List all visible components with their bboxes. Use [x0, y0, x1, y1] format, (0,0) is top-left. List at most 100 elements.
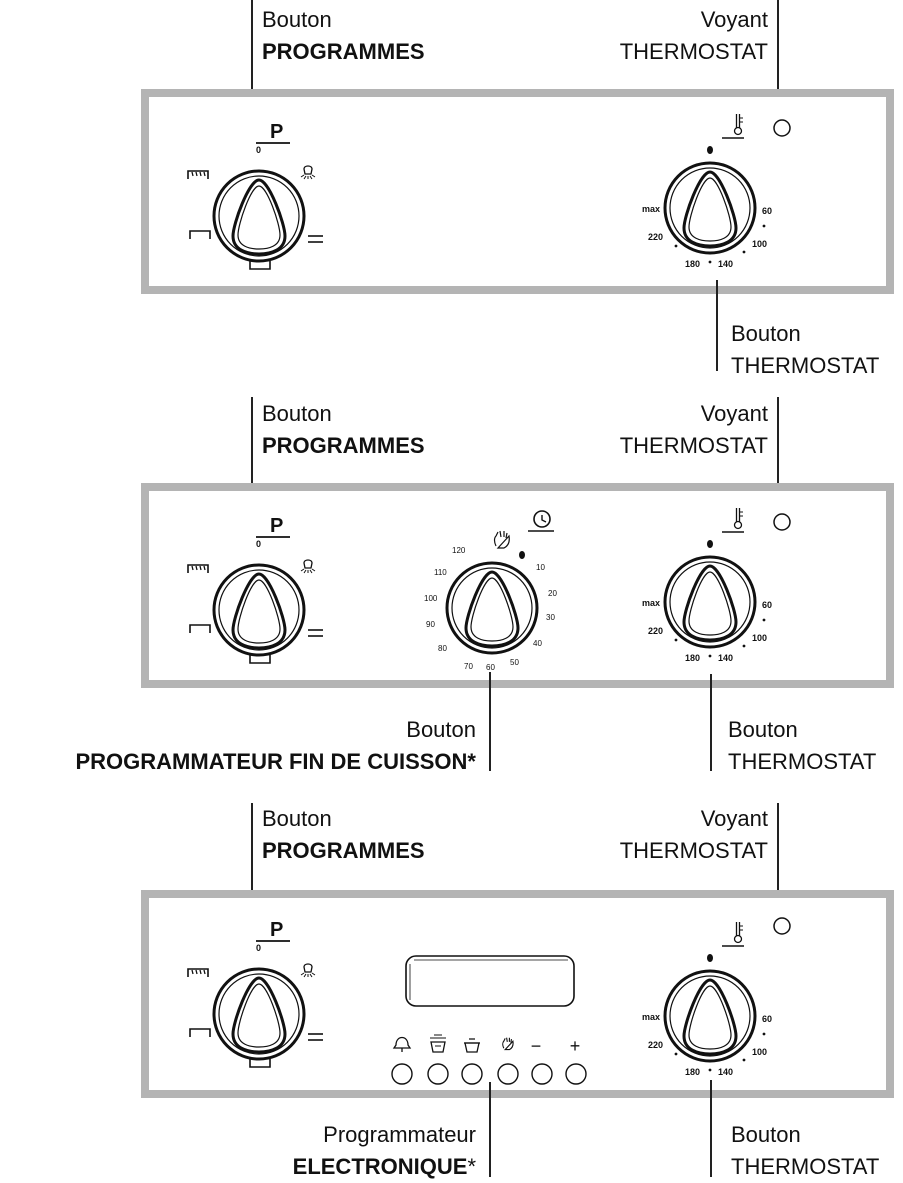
programmes-knob-label-line2: PROGRAMMES [262, 39, 425, 64]
thermostat-knob-callout: Bouton THERMOSTAT [731, 1119, 879, 1183]
grill-icon [187, 968, 209, 978]
thermometer-icon [721, 113, 745, 139]
clock-icon [527, 510, 555, 532]
programmes-knob[interactable]: P 0 [180, 913, 330, 1078]
lamp-icon [300, 963, 316, 978]
thermostat-knob-label-line1: Bouton [728, 717, 798, 742]
tick-label: 220 [648, 1040, 663, 1050]
electronic-programmer: − + [391, 955, 587, 1085]
callout-line [716, 280, 718, 371]
callout-line [777, 0, 779, 108]
indicator-dot [707, 146, 713, 154]
thermometer-icon [721, 507, 745, 533]
timer-knob-label-line1: Bouton [406, 717, 476, 742]
tick-label: 80 [438, 644, 447, 653]
p-letter-icon: P [256, 919, 290, 942]
thermostat-light [773, 513, 791, 531]
thermostat-knob-label-line2: THERMOSTAT [731, 353, 880, 378]
svg-text:P: P [270, 121, 283, 143]
p-letter-icon: P [256, 515, 290, 538]
callout-line [251, 397, 253, 500]
thermostat-knob-label-line1: Bouton [731, 1122, 801, 1147]
plus-icon: + [570, 1036, 581, 1056]
programmes-knob[interactable]: P 0 [180, 509, 330, 674]
tick-label: 60 [762, 600, 772, 610]
tick-label: 140 [718, 1067, 733, 1077]
tick-label: 30 [546, 613, 555, 622]
callout-line [710, 1080, 712, 1177]
tick-label: 100 [752, 1047, 767, 1057]
tick-label: 180 [685, 653, 700, 663]
equals-icon [308, 629, 323, 637]
tick-label: 100 [424, 594, 438, 603]
tick-label: 220 [648, 232, 663, 242]
callout-line [489, 672, 491, 771]
plus-button[interactable] [565, 1063, 587, 1085]
tick-label: 60 [762, 1014, 772, 1024]
thermostat-light-callout: Voyant THERMOSTAT [560, 398, 768, 462]
electronic-programmer-callout: Programmateur ELECTRONIQUE* [200, 1119, 476, 1183]
timer-knob-label-line2: PROGRAMMATEUR FIN DE CUISSON* [75, 749, 477, 774]
thermostat-knob[interactable]: max 220 180 140 100 60 [640, 110, 790, 280]
minus-button[interactable] [531, 1063, 553, 1085]
tick-label: max [642, 204, 660, 214]
cooking-pot-icon [464, 1038, 480, 1053]
tick-label: 110 [434, 568, 447, 577]
thermostat-light-callout: Voyant THERMOSTAT [560, 803, 768, 867]
indicator-dot [519, 551, 525, 559]
bell-button[interactable] [391, 1063, 413, 1085]
thermostat-knob-callout: Bouton THERMOSTAT [728, 714, 876, 778]
thermostat-knob-callout: Bouton THERMOSTAT [731, 318, 879, 382]
tick-label: 140 [718, 653, 733, 663]
thermometer-icon [721, 921, 745, 947]
thermostat-knob[interactable]: max 220 180 140 100 60 [640, 918, 790, 1088]
lamp-icon [300, 559, 316, 574]
thermostat-light-label-line2: THERMOSTAT [619, 39, 768, 64]
callout-line [777, 397, 779, 502]
top-heat-icon [189, 1028, 211, 1038]
zero-mark: 0 [256, 943, 261, 953]
end-of-cooking-timer-knob[interactable]: 120 110 100 90 80 70 60 50 40 30 20 10 [410, 505, 570, 680]
thermostat-knob-label-line1: Bouton [731, 321, 801, 346]
equals-icon [308, 1033, 323, 1041]
grill-icon [187, 170, 209, 180]
thermostat-knob[interactable]: max 220 180 140 100 60 [640, 504, 790, 674]
indicator-dot [707, 954, 713, 962]
hand-icon [493, 530, 510, 549]
thermostat-knob-label-line2: THERMOSTAT [731, 1154, 880, 1179]
tick-label: max [642, 1012, 660, 1022]
zero-mark: 0 [256, 145, 261, 155]
thermostat-light-label-line2: THERMOSTAT [619, 433, 768, 458]
steam-cook-button[interactable] [427, 1063, 449, 1085]
thermostat-light-label-line1: Voyant [700, 7, 768, 32]
tick-label: 140 [718, 259, 733, 269]
tick-label: 20 [548, 589, 557, 598]
tick-label: max [642, 598, 660, 608]
programmes-knob-label-line1: Bouton [262, 806, 332, 831]
tick-label: 50 [510, 658, 519, 667]
tick-label: 180 [685, 259, 700, 269]
programmes-knob-label-line2: PROGRAMMES [262, 433, 425, 458]
lamp-icon [300, 165, 316, 180]
equals-icon [308, 235, 323, 243]
tick-label: 120 [452, 546, 466, 555]
grill-icon [187, 564, 209, 574]
electronic-programmer-label-line1: Programmateur [323, 1122, 476, 1147]
indicator-dot [707, 540, 713, 548]
tick-label: 90 [426, 620, 435, 629]
tick-label: 60 [486, 663, 495, 672]
asterisk: * [467, 1154, 476, 1179]
thermostat-light-label-line2: THERMOSTAT [619, 838, 768, 863]
cook-button[interactable] [461, 1063, 483, 1085]
tick-label: 70 [464, 662, 473, 671]
tick-label: 40 [533, 639, 542, 648]
tick-label: 100 [752, 633, 767, 643]
programmes-knob[interactable]: P 0 [180, 115, 330, 280]
programmes-knob-callout: Bouton PROGRAMMES [262, 398, 425, 462]
minus-icon: − [531, 1036, 542, 1056]
manual-button[interactable] [497, 1063, 519, 1085]
zero-mark: 0 [256, 539, 261, 549]
callout-line [251, 0, 253, 106]
programmes-knob-label-line1: Bouton [262, 401, 332, 426]
thermostat-light [773, 119, 791, 137]
